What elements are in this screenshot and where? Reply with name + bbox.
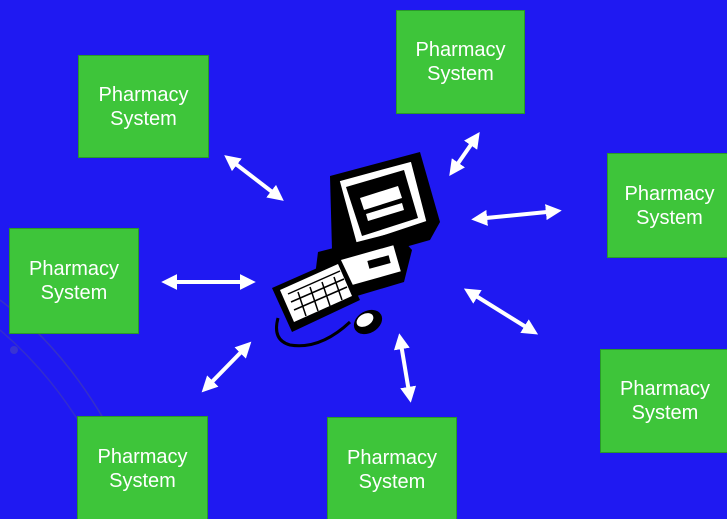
pharmacy-system-node-bottom-left: Pharmacy System: [77, 416, 208, 519]
node-label-line1: Pharmacy: [619, 378, 711, 400]
cable-icon: [275, 317, 352, 348]
pharmacy-system-node-bottom-right: Pharmacy System: [600, 349, 727, 453]
pharmacy-system-node-left: Pharmacy System: [9, 228, 139, 334]
node-label-line1: Pharmacy: [346, 447, 438, 469]
node-label-line1: Pharmacy: [28, 258, 120, 280]
node-label-line1: Pharmacy: [624, 182, 715, 205]
node-label-line1: Pharmacy: [415, 39, 506, 61]
pharmacy-system-node-top-left: Pharmacy System: [78, 55, 209, 158]
node-label-line1: Pharmacy: [98, 83, 189, 106]
pharmacy-system-node-top: Pharmacy System: [396, 10, 525, 114]
pharmacy-system-node-right: Pharmacy System: [607, 153, 727, 258]
arrow-bottom: [393, 333, 417, 403]
node-label-line2: System: [109, 470, 176, 492]
arrow-top-left: [224, 155, 284, 201]
node-label-line2: System: [427, 63, 494, 85]
arrow-right: [471, 204, 562, 226]
node-label-line2: System: [358, 471, 426, 493]
node-label-line2: System: [631, 402, 699, 424]
arrow-top: [449, 132, 480, 176]
arrow-bottom-right: [463, 288, 539, 335]
node-label-line2: System: [40, 282, 108, 304]
node-label-line2: System: [636, 206, 703, 229]
arrow-bottom-left: [201, 341, 252, 393]
pharmacy-system-node-bottom: Pharmacy System: [327, 417, 457, 519]
node-label-line1: Pharmacy: [97, 446, 188, 468]
node-label-line2: System: [110, 107, 177, 130]
